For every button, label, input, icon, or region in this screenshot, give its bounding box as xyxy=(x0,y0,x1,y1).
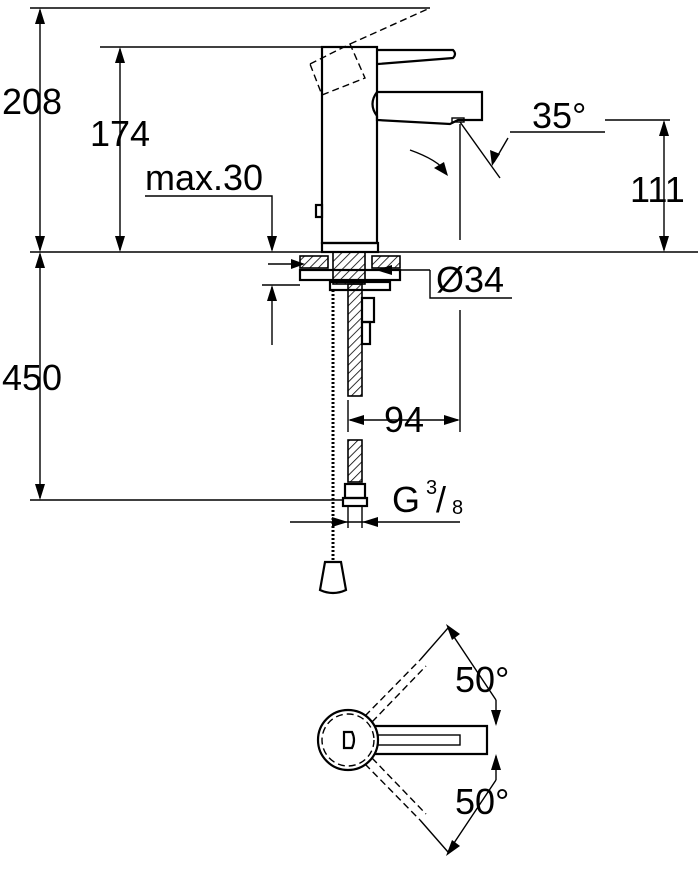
swivel-lower-ext xyxy=(419,819,449,853)
dim-174-arrow-top xyxy=(115,47,125,63)
hose-fitting xyxy=(343,482,367,500)
mounting-washer-left xyxy=(299,255,329,269)
top-center-mark xyxy=(342,730,356,750)
spout-aerator xyxy=(451,117,465,123)
dim-g-arrow-right xyxy=(362,517,378,527)
dim-34-label: Ø34 xyxy=(436,259,504,300)
dim-50l-arrow-top xyxy=(491,754,501,770)
dim-50u-arrow-bottom xyxy=(491,710,501,726)
dim-111-arrow-top xyxy=(659,120,669,136)
hose-fitting-base xyxy=(341,496,369,508)
flex-hose-1 xyxy=(347,283,363,397)
swivel-upper-ext xyxy=(419,627,449,661)
popup-rod-weight xyxy=(318,560,348,595)
dim-g-label: G xyxy=(392,479,420,520)
dim-35-arrowhead xyxy=(490,150,500,166)
dim-208-arrow-top xyxy=(35,8,45,24)
lever-open-position xyxy=(309,7,431,96)
swivel-upper-line-2 xyxy=(371,665,427,723)
dim-94-arrow-left xyxy=(348,415,364,425)
dim-50l-label: 50° xyxy=(455,781,509,822)
dim-50l-line xyxy=(447,779,497,853)
dim-450-label: 450 xyxy=(2,357,62,398)
valve-box-lower xyxy=(360,320,372,346)
dim-94-arrow-right xyxy=(444,415,460,425)
dim-g-denominator: 8 xyxy=(452,497,463,519)
dim-50l-arrow-bottom xyxy=(446,840,460,856)
lever-handle xyxy=(377,48,457,66)
swivel-lower-line xyxy=(364,763,421,821)
dim-50u-label: 50° xyxy=(455,659,509,700)
dim-max30-arrow xyxy=(267,236,277,252)
faucet-body xyxy=(320,45,379,245)
threaded-shank xyxy=(332,251,366,285)
dim-30-arrow xyxy=(267,285,277,301)
dim-111-arrow-bottom xyxy=(659,236,669,252)
top-body-circle xyxy=(316,708,380,772)
dim-max30-label: max.30 xyxy=(145,157,263,198)
top-outer-circle xyxy=(321,713,375,767)
dim-g-numerator: 3 xyxy=(426,477,437,499)
valve-box xyxy=(360,296,376,324)
top-view: 50° 50° xyxy=(316,624,509,856)
popup-knob xyxy=(314,203,324,219)
dim-174-arrow-bottom xyxy=(115,236,125,252)
swivel-lower-line-2 xyxy=(371,757,427,815)
dim-35-label: 35° xyxy=(532,95,586,136)
dim-35-curve-arrow xyxy=(434,162,448,176)
dim-50u-arrow-top xyxy=(446,624,460,640)
dim-max30-leader xyxy=(145,195,273,250)
dim-208-label: 208 xyxy=(2,81,62,122)
dim-30-arrow-top xyxy=(291,259,305,269)
faucet-base-ring xyxy=(320,241,380,254)
flex-hose-2 xyxy=(347,439,363,483)
dim-34-arrow xyxy=(376,265,392,275)
dim-111-label: 111 xyxy=(630,169,685,210)
dim-208-arrow-bottom xyxy=(35,236,45,252)
dim-450-arrow-bottom xyxy=(35,484,45,500)
mounting-washer-right xyxy=(371,255,401,269)
spout xyxy=(371,90,484,126)
swivel-upper-line xyxy=(364,659,421,717)
dim-g-slash: / xyxy=(436,479,446,520)
dim-450-arrow-top xyxy=(35,252,45,268)
dim-94-label: 94 xyxy=(384,399,424,440)
top-spout xyxy=(375,724,489,756)
side-view: 208 174 max.30 35° 111 Ø34 xyxy=(2,7,698,595)
dim-34-leader xyxy=(429,270,512,299)
dim-g-arrow-left xyxy=(332,517,348,527)
dim-35-ray xyxy=(459,121,501,179)
dim-50u-line xyxy=(447,627,497,701)
top-lever xyxy=(377,734,461,746)
dim-174-label: 174 xyxy=(90,113,150,154)
